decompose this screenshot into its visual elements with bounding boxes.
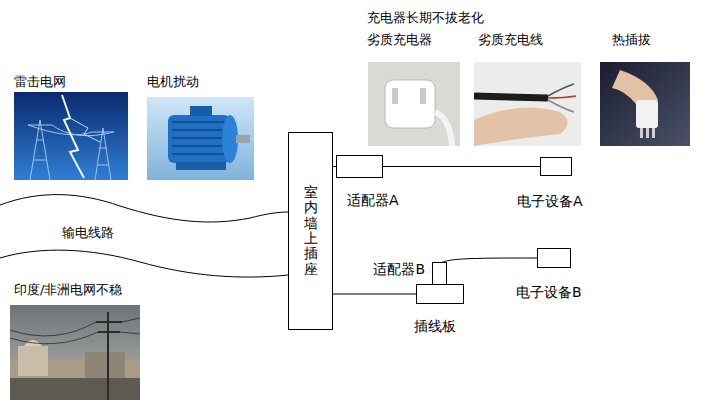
unstable-grid-photo (10, 305, 140, 400)
image-caption: 印度/非洲电网不稳 (14, 282, 122, 298)
node-label: 适配器A (347, 192, 399, 209)
node-label: 适配器B (373, 261, 425, 278)
lightning-grid-photo (14, 92, 128, 180)
wire-connector (333, 294, 416, 295)
wire-connector (440, 258, 538, 263)
wire-connector (383, 166, 540, 167)
motor-photo (147, 97, 254, 180)
charger-photo (368, 62, 460, 146)
image-caption: 劣质充电线 (478, 32, 543, 48)
image-caption: 热插拔 (612, 32, 651, 48)
socket-label: 室内墙上插座 (304, 185, 318, 277)
adapter-box: 适配器B (432, 262, 447, 285)
device-box: 电子设备A (540, 157, 572, 176)
adapter-box: 适配器A (336, 155, 383, 178)
node-label: 电子设备B (516, 284, 582, 301)
image-caption: 电机扰动 (147, 74, 199, 90)
node-label: 电子设备A (517, 193, 583, 210)
device-box: 电子设备B (537, 248, 571, 268)
hot-plug-photo (600, 62, 690, 146)
cable-photo (474, 62, 581, 146)
transmission-lines (0, 195, 288, 277)
wall-socket-box: 室内墙上插座 (288, 132, 333, 330)
line-label: 输电线路 (62, 225, 114, 241)
power-strip-box: 插线板 (416, 284, 464, 304)
image-caption: 雷击电网 (14, 74, 66, 90)
node-label: 插线板 (414, 318, 456, 335)
image-caption: 劣质充电器 (367, 32, 432, 48)
image-caption: 充电器长期不拔老化 (367, 10, 484, 26)
